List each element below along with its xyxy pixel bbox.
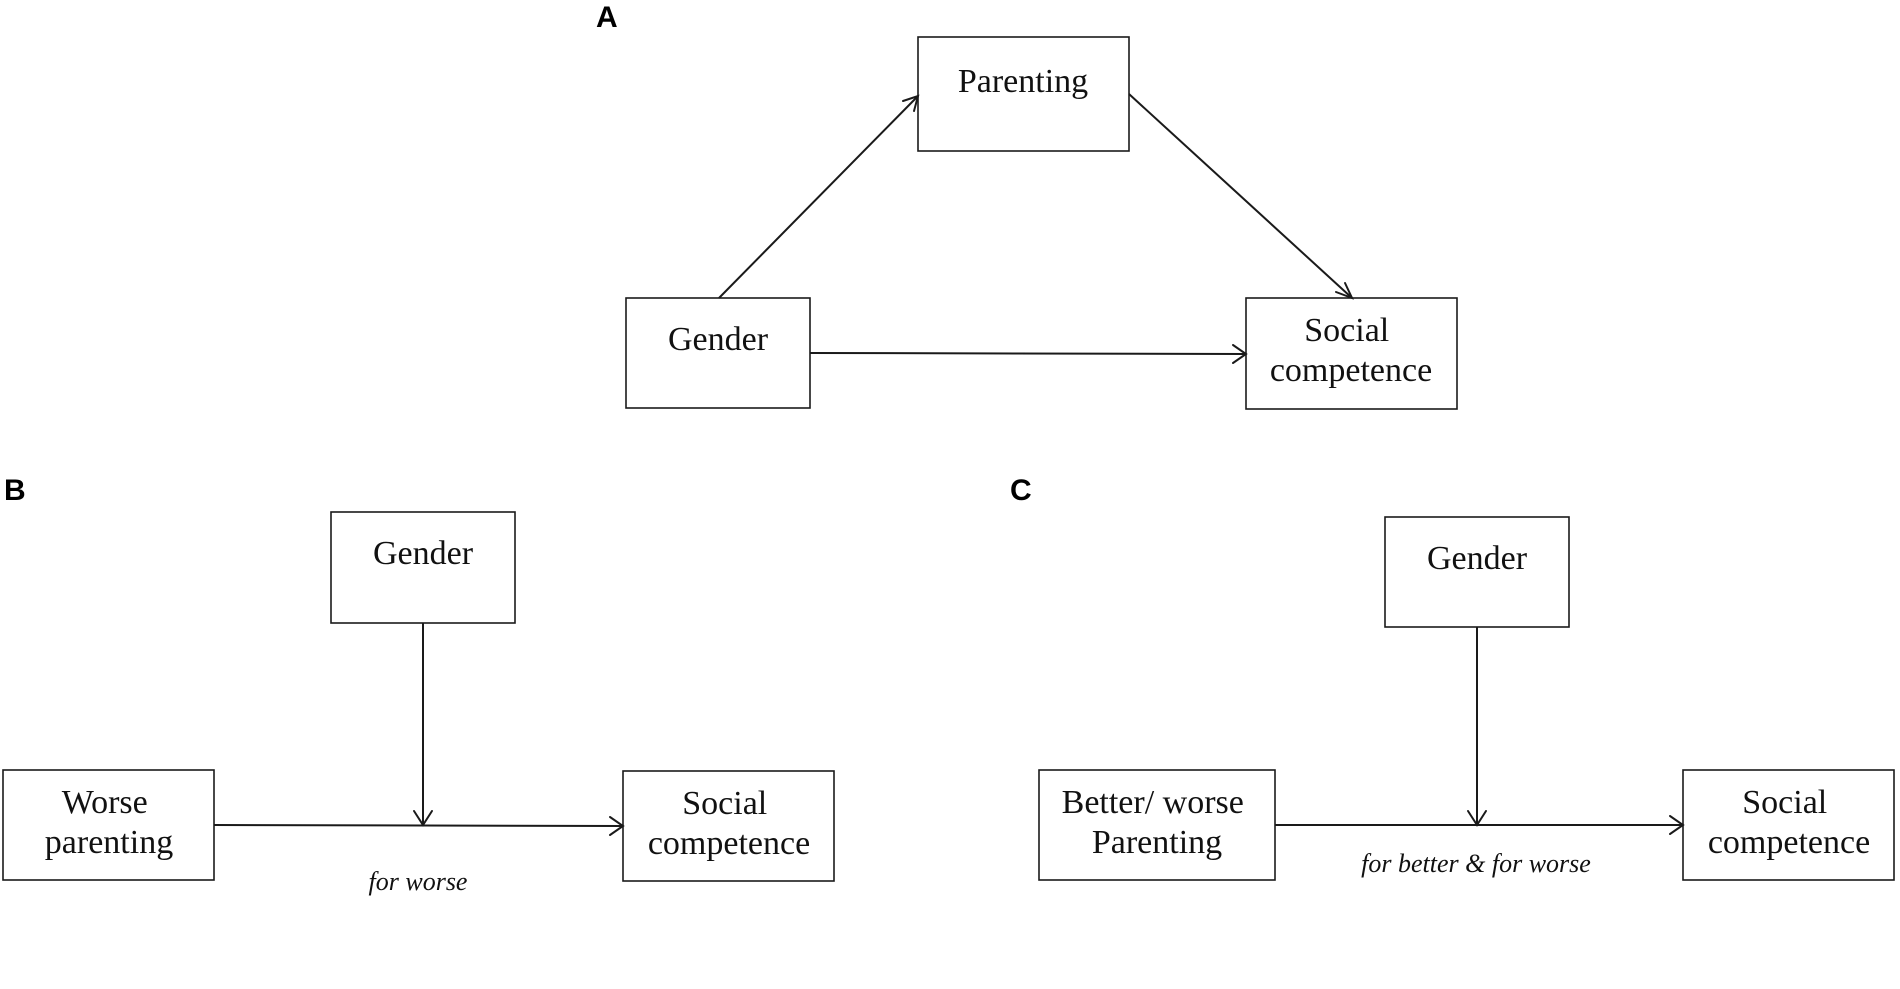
panel-b-parenting-text-line1: Worse <box>62 784 148 821</box>
svg-text:Gender: Gender <box>373 535 474 572</box>
panel-c-parenting-text-line2: Parenting <box>1092 824 1222 861</box>
panel-a-social-text-line1: Social <box>1304 312 1389 349</box>
panel-a-arrow-gender-to-social <box>809 344 1248 364</box>
panel-b-social-text-line2: competence <box>648 825 810 862</box>
panel-c-better-worse-parenting-node: Better/ worse Parenting <box>1038 769 1276 881</box>
svg-text:Social competence: Social competence <box>1708 784 1870 861</box>
panel-a-arrow-parenting-to-social <box>1128 93 1354 300</box>
panel-c-arrow-parenting-to-social <box>1275 815 1685 835</box>
panel-a-arrow-gender-to-parenting <box>718 94 920 299</box>
svg-text:Gender: Gender <box>1427 540 1528 577</box>
panel-a-gender-node: Gender <box>625 297 811 409</box>
svg-text:Parenting: Parenting <box>958 63 1088 100</box>
svg-text:Better/ worse Parentin: Better/ worse Parenting <box>1062 784 1253 861</box>
panel-c-label: C <box>1010 474 1032 507</box>
panel-b-arrow-gender-moderator <box>413 623 433 827</box>
panel-b-arrow-parenting-to-social <box>213 816 625 836</box>
svg-text:Social competence: Social competence <box>648 785 810 862</box>
svg-text:Gender: Gender <box>668 321 769 358</box>
panel-c-gender-node: Gender <box>1384 516 1570 628</box>
svg-text:Worse parenting: Worse parenting <box>45 784 173 861</box>
panel-c-social-text-line1: Social <box>1742 784 1827 821</box>
panel-c-edge-label: for better & for worse <box>1361 849 1591 878</box>
panel-c: C Gender Better/ worse Parenting Social … <box>1010 474 1895 881</box>
panel-a: A Parenting Gender Social competence <box>596 1 1458 410</box>
panel-c-social-competence-node: Social competence <box>1682 769 1895 881</box>
panel-a-social-text-line2: competence <box>1270 352 1432 389</box>
panel-c-parenting-text-line1: Better/ worse <box>1062 784 1244 821</box>
panel-b-gender-node: Gender <box>330 511 516 624</box>
panel-b-parenting-text-line2: parenting <box>45 824 173 861</box>
panel-b-worse-parenting-node: Worse parenting <box>2 769 215 881</box>
panel-c-gender-text: Gender <box>1427 540 1528 577</box>
panel-b-social-text-line1: Social <box>682 785 767 822</box>
panel-a-parenting-node: Parenting <box>917 36 1130 152</box>
panel-a-social-competence-node: Social competence <box>1245 297 1458 410</box>
panel-c-arrow-gender-moderator <box>1467 627 1487 827</box>
svg-text:Social competence: Social competence <box>1270 312 1432 389</box>
panel-b-gender-text: Gender <box>373 535 474 572</box>
panel-a-parenting-text: Parenting <box>958 63 1088 100</box>
panel-b-label: B <box>4 474 26 507</box>
panel-b-social-competence-node: Social competence <box>622 770 835 882</box>
panel-a-gender-text: Gender <box>668 321 769 358</box>
panel-a-label: A <box>596 1 618 34</box>
panel-b: B Gender Worse parenting Social competen… <box>2 474 835 896</box>
panel-b-edge-label: for worse <box>369 867 468 896</box>
panel-c-social-text-line2: competence <box>1708 824 1870 861</box>
